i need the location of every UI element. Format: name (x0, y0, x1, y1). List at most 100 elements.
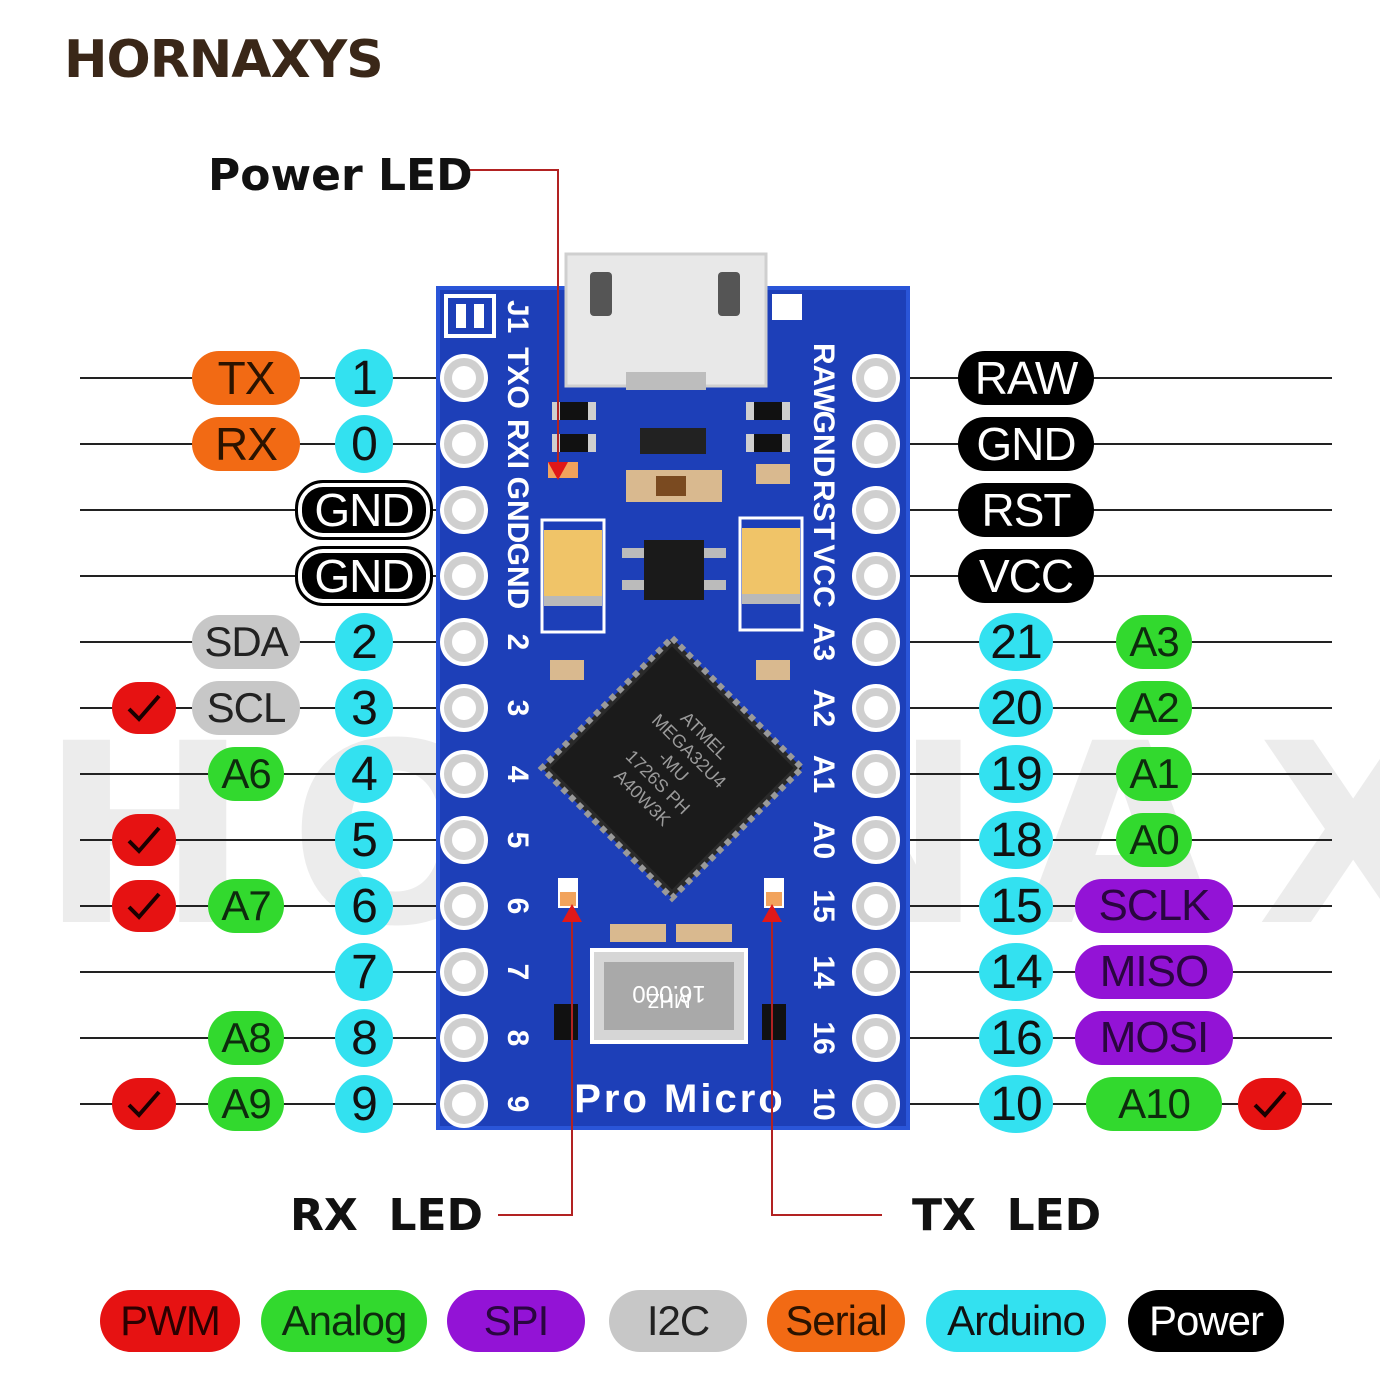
arduino-pin-5: 5 (335, 811, 393, 869)
analog-label-a2: A2 (1116, 681, 1192, 735)
arduino-pin-3: 3 (335, 679, 393, 737)
callout-arrows (548, 462, 782, 922)
power-label-right-rst: RST (958, 483, 1094, 537)
pad-hole (864, 432, 888, 456)
pad-hole (452, 894, 476, 918)
tx-led-callout: TX LED (912, 1190, 1102, 1241)
silk-right-raw: RAW (807, 343, 840, 414)
legend-pwm: PWM (100, 1290, 240, 1352)
power-label-right-vcc: VCC (958, 549, 1094, 603)
silk-right-16: 16 (807, 1021, 840, 1054)
board-name-silk: Pro Micro (574, 1077, 785, 1121)
silk-left-rxi: RXI (501, 419, 534, 469)
pad-hole (864, 630, 888, 654)
silk-left-6: 6 (501, 898, 534, 915)
silk-right-a1: A1 (807, 755, 840, 793)
arduino-pin-10: 10 (979, 1075, 1053, 1133)
power-label-left-gnd: GND (295, 546, 433, 606)
power-led-callout: Power LED (208, 150, 473, 201)
power-label-right-raw: RAW (958, 351, 1094, 405)
arduino-pin-19: 19 (979, 745, 1053, 803)
pad-hole (864, 498, 888, 522)
legend-arduino: Arduino (926, 1290, 1106, 1352)
arduino-pin-6: 6 (335, 877, 393, 935)
pwm-marker-left-9 (112, 1078, 176, 1130)
pad-hole (864, 894, 888, 918)
pad-hole (864, 1026, 888, 1050)
silk-left-2: 2 (501, 634, 534, 651)
arduino-pin-8: 8 (335, 1009, 393, 1067)
mcu-chip: ATMELMEGA32U4-MU1726S PHA40W3K (537, 633, 807, 903)
arduino-pin-9: 9 (335, 1075, 393, 1133)
analog-label-a9: A9 (208, 1077, 284, 1131)
crystal-oscillator: 16.000 MHZ (590, 948, 748, 1044)
analog-label-a6: A6 (208, 747, 284, 801)
pad-hole (864, 366, 888, 390)
silk-right-15: 15 (807, 889, 840, 922)
silk-left-3: 3 (501, 700, 534, 717)
arduino-pin-20: 20 (979, 679, 1053, 737)
pad-hole (864, 696, 888, 720)
pwm-marker-left-3 (112, 682, 176, 734)
pad-hole (452, 564, 476, 588)
spi-label-miso: MISO (1075, 945, 1233, 999)
spi-label-mosi: MOSI (1075, 1011, 1233, 1065)
spi-label-sclk: SCLK (1075, 879, 1233, 933)
pad-hole (452, 1092, 476, 1116)
arduino-pin-16: 16 (979, 1009, 1053, 1067)
legend-spi: SPI (447, 1290, 585, 1352)
silk-left-9: 9 (501, 1096, 534, 1113)
arduino-pin-7: 7 (335, 943, 393, 1001)
pad-hole (452, 960, 476, 984)
silkscreen-labels: J1TXORXIGNDGND23456789RAWGNDRSTVCCA3A2A1… (501, 300, 840, 1121)
silk-right-a0: A0 (807, 821, 840, 859)
pad-hole (452, 630, 476, 654)
silk-left-8: 8 (501, 1030, 534, 1047)
analog-label-a1: A1 (1116, 747, 1192, 801)
pad-hole (452, 1026, 476, 1050)
pad-hole (864, 828, 888, 852)
legend-serial: Serial (767, 1290, 905, 1352)
analog-label-a7: A7 (208, 879, 284, 933)
arduino-pin-14: 14 (979, 943, 1053, 1001)
pad-hole (864, 960, 888, 984)
arduino-pin-1: 1 (335, 349, 393, 407)
silk-right-a3: A3 (807, 623, 840, 661)
pad-hole (452, 696, 476, 720)
usb-connector (564, 252, 768, 390)
header-j1-outline (444, 294, 496, 338)
pad-hole (452, 432, 476, 456)
pad-hole (864, 762, 888, 786)
crystal-label-unit: MHZ (647, 989, 690, 1011)
pad-hole (452, 762, 476, 786)
pad-hole (452, 498, 476, 522)
silk-left-5: 5 (501, 832, 534, 849)
pad-hole (452, 366, 476, 390)
analog-label-a0: A0 (1116, 813, 1192, 867)
silk-right-gnd: GND (807, 411, 840, 478)
silk-right-10: 10 (807, 1087, 840, 1120)
legend-power: Power (1128, 1290, 1284, 1352)
pwm-marker-left-5 (112, 814, 176, 866)
i2c-label-scl: SCL (192, 681, 300, 735)
silk-right-14: 14 (807, 955, 840, 989)
arduino-pin-2: 2 (335, 613, 393, 671)
crystal-label-freq: 16.000 (632, 980, 705, 1007)
i2c-label-sda: SDA (192, 615, 300, 669)
silk-header-label: J1 (501, 300, 534, 333)
arduino-pin-4: 4 (335, 745, 393, 803)
silk-right-vcc: VCC (807, 544, 840, 607)
legend-i2c: I2C (609, 1290, 747, 1352)
arduino-pin-15: 15 (979, 877, 1053, 935)
arduino-pin-18: 18 (979, 811, 1053, 869)
silk-right-rst: RST (807, 480, 840, 540)
rx-led-callout: RX LED (290, 1190, 484, 1241)
serial-label-rx: RX (192, 417, 300, 471)
serial-label-tx: TX (192, 351, 300, 405)
silk-left-4: 4 (501, 766, 534, 783)
arduino-pin-0: 0 (335, 415, 393, 473)
power-label-left-gnd: GND (295, 480, 433, 540)
silk-right-a2: A2 (807, 689, 840, 727)
